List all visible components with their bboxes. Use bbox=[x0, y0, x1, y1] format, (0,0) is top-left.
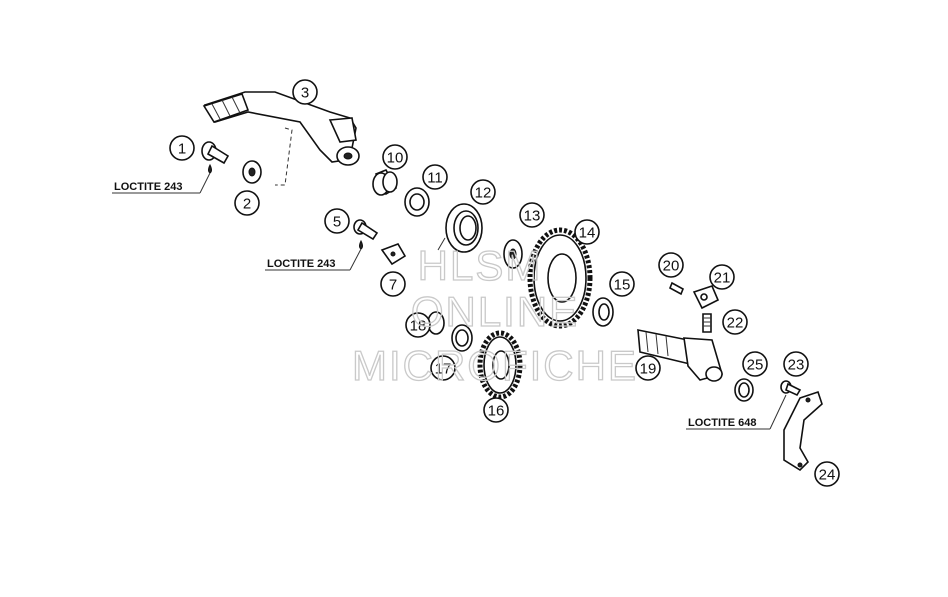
callout-number: 23 bbox=[788, 357, 805, 374]
svg-text:LOCTITE 648: LOCTITE 648 bbox=[688, 417, 756, 429]
callout-number: 19 bbox=[640, 361, 657, 378]
callout-number: 1 bbox=[178, 141, 186, 158]
callout-number: 5 bbox=[333, 214, 341, 231]
callout-number: 3 bbox=[301, 85, 309, 102]
callout-11: 11 bbox=[422, 164, 448, 190]
callout-circle bbox=[742, 351, 768, 377]
callout-number: 22 bbox=[727, 315, 744, 332]
svg-text:ONLINE: ONLINE bbox=[411, 288, 579, 335]
svg-text:MICROFICHE: MICROFICHE bbox=[352, 342, 638, 389]
bushing-part-10 bbox=[372, 168, 398, 196]
svg-text:HLSM: HLSM bbox=[418, 242, 543, 289]
callout-12: 12 bbox=[470, 179, 496, 205]
callout-number: 24 bbox=[819, 467, 836, 484]
callout-10: 10 bbox=[382, 144, 408, 170]
washer-part-25 bbox=[734, 378, 754, 402]
callout-24: 24 bbox=[814, 461, 840, 487]
callout-circle bbox=[380, 271, 406, 297]
callout-3: 3 bbox=[292, 79, 318, 105]
washer-part-2 bbox=[242, 160, 262, 184]
callout-number: 18 bbox=[410, 318, 427, 335]
callout-16: 16 bbox=[483, 397, 509, 423]
small-gear-part-16 bbox=[477, 330, 523, 400]
callout-number: 25 bbox=[747, 357, 764, 374]
callout-circle bbox=[783, 351, 809, 377]
callout-circle bbox=[709, 264, 735, 290]
callout-20: 20 bbox=[658, 252, 684, 278]
callout-number: 16 bbox=[488, 403, 505, 420]
callout-circle bbox=[234, 190, 260, 216]
pin-part-20 bbox=[668, 281, 685, 296]
callout-number: 11 bbox=[427, 170, 443, 187]
callout-circle bbox=[382, 144, 408, 170]
callout-number: 10 bbox=[387, 150, 404, 167]
callout-number: 2 bbox=[243, 196, 251, 213]
callout-13: 13 bbox=[519, 202, 545, 228]
ring-part-17 bbox=[451, 324, 473, 352]
callout-circle bbox=[430, 355, 456, 381]
callout-1: 1 bbox=[169, 135, 195, 161]
callout-number: 12 bbox=[475, 185, 492, 202]
callout-circle bbox=[519, 202, 545, 228]
loctite-label-3: LOCTITE 648 bbox=[686, 394, 787, 430]
bolt-part-23 bbox=[780, 380, 802, 397]
callout-23: 23 bbox=[783, 351, 809, 377]
watermark: HLSM ONLINE MICROFICHE bbox=[351, 241, 638, 389]
callout-2: 2 bbox=[234, 190, 260, 216]
callout-19: 19 bbox=[635, 355, 661, 381]
screw-part-5 bbox=[353, 219, 379, 250]
large-gear-part-14 bbox=[527, 227, 593, 329]
callout-circle bbox=[292, 79, 318, 105]
guide-plate-part-24 bbox=[783, 390, 823, 472]
callout-circle bbox=[422, 164, 448, 190]
callout-14: 14 bbox=[574, 219, 600, 245]
callout-number: 15 bbox=[614, 277, 631, 294]
callout-number: 13 bbox=[524, 208, 541, 225]
callout-number: 7 bbox=[389, 277, 397, 294]
callout-circle bbox=[574, 219, 600, 245]
disc-part-13 bbox=[503, 239, 523, 269]
svg-text:LOCTITE 243: LOCTITE 243 bbox=[114, 181, 182, 193]
svg-text:LOCTITE 243: LOCTITE 243 bbox=[267, 258, 335, 270]
callout-circle bbox=[483, 397, 509, 423]
loctite-label-1: LOCTITE 243 bbox=[112, 172, 211, 194]
callout-circle bbox=[609, 271, 635, 297]
clip-part-7 bbox=[380, 243, 407, 266]
callout-circle bbox=[405, 312, 431, 338]
callout-number: 21 bbox=[714, 270, 731, 287]
callout-25: 25 bbox=[742, 351, 768, 377]
bushing-part-15 bbox=[592, 297, 614, 327]
ratchet-part-21 bbox=[692, 285, 720, 310]
callout-number: 17 bbox=[435, 361, 452, 378]
callout-21: 21 bbox=[709, 264, 735, 290]
callout-5: 5 bbox=[324, 208, 350, 234]
loctite-label-2: LOCTITE 243 bbox=[265, 248, 362, 271]
callout-7: 7 bbox=[380, 271, 406, 297]
callout-circle bbox=[814, 461, 840, 487]
callout-circle bbox=[169, 135, 195, 161]
spring-part-12 bbox=[437, 203, 483, 253]
callout-circle bbox=[470, 179, 496, 205]
callout-circle bbox=[658, 252, 684, 278]
callout-circle bbox=[635, 355, 661, 381]
bolt-part-1 bbox=[201, 141, 230, 174]
callout-18: 18 bbox=[405, 312, 431, 338]
kick-starter-lever-part bbox=[202, 91, 360, 186]
spring-part-22 bbox=[702, 313, 712, 333]
callout-17: 17 bbox=[430, 355, 456, 381]
callout-number: 14 bbox=[579, 225, 596, 242]
callout-number: 20 bbox=[663, 258, 680, 275]
callout-circle bbox=[324, 208, 350, 234]
shaft-part-19 bbox=[637, 329, 723, 382]
callout-15: 15 bbox=[609, 271, 635, 297]
ring-part-11 bbox=[404, 187, 430, 217]
callout-22: 22 bbox=[722, 309, 748, 335]
callout-circle bbox=[722, 309, 748, 335]
